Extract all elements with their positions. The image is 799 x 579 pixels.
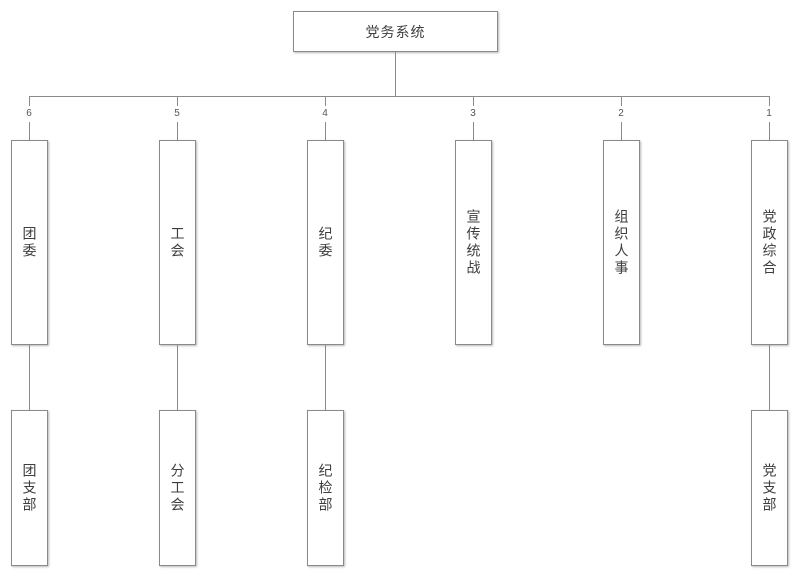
- branch-node[interactable]: 党政综合: [751, 140, 788, 345]
- connector-line: [177, 97, 178, 106]
- connector-line: [769, 122, 770, 140]
- connector-line: [325, 122, 326, 140]
- child-connector-line: [325, 345, 326, 410]
- connector-line: [769, 97, 770, 106]
- child-connector-line: [769, 345, 770, 410]
- connector-line: [177, 122, 178, 140]
- branch-number: 4: [315, 106, 335, 122]
- branch-node[interactable]: 宣传统战: [455, 140, 492, 345]
- child-node[interactable]: 纪检部: [307, 410, 344, 566]
- branch-number: 3: [463, 106, 483, 122]
- connector-line: [621, 122, 622, 140]
- branch-number: 2: [611, 106, 631, 122]
- connector-line: [325, 97, 326, 106]
- child-node[interactable]: 分工会: [159, 410, 196, 566]
- branch-number: 1: [759, 106, 779, 122]
- child-node[interactable]: 党支部: [751, 410, 788, 566]
- connector-line: [29, 97, 30, 106]
- branch-node[interactable]: 工会: [159, 140, 196, 345]
- connector-line: [473, 97, 474, 106]
- connector-line: [473, 122, 474, 140]
- branch-node[interactable]: 纪委: [307, 140, 344, 345]
- branch-number: 5: [167, 106, 187, 122]
- connector-line: [29, 122, 30, 140]
- branch-node[interactable]: 组织人事: [603, 140, 640, 345]
- branch-node[interactable]: 团委: [11, 140, 48, 345]
- connector-line: [621, 97, 622, 106]
- child-node[interactable]: 团支部: [11, 410, 48, 566]
- root-node[interactable]: 党务系统: [293, 11, 498, 52]
- root-stem-line: [395, 52, 396, 96]
- rail-line: [29, 96, 770, 97]
- child-connector-line: [177, 345, 178, 410]
- child-connector-line: [29, 345, 30, 410]
- branch-number: 6: [19, 106, 39, 122]
